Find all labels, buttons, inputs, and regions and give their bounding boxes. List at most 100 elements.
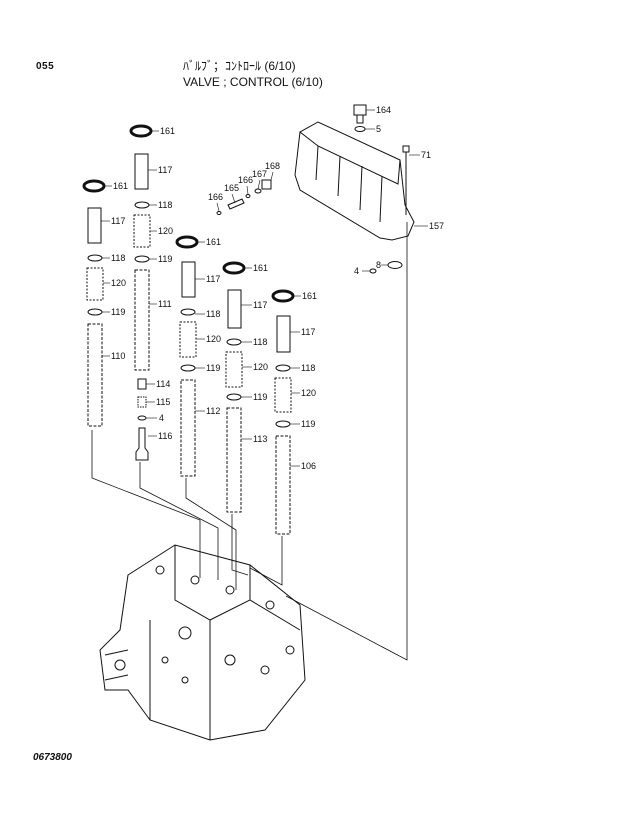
retainer-119 [87,308,103,316]
callout-120: 120 [253,362,268,372]
spool-stack-b [129,124,153,461]
orifice-165 [227,198,245,210]
spool-stack-d [222,261,246,513]
cover-157 [294,121,415,241]
retainer-119 [275,420,291,428]
callout-8: 8 [376,260,381,270]
callout-120: 120 [158,226,173,236]
callout-117: 117 [111,216,125,226]
title-english: VALVE ; CONTROL (6/10) [183,75,323,89]
o-ring-161 [82,179,106,193]
spring-120 [86,267,104,301]
spool-112 [180,379,196,477]
plug-117 [276,315,291,353]
callout-leaders [101,109,428,467]
o-ring-166 [245,194,251,198]
plug-117 [87,207,102,244]
page-number: 055 [36,61,55,72]
washer-118 [134,201,150,209]
callout-157: 157 [429,221,444,231]
piston-114 [137,378,147,390]
callout-71: 71 [421,150,431,160]
callout-111: 111 [158,299,172,309]
spring-120 [225,351,243,388]
callout-110: 110 [111,351,125,361]
retainer-119 [180,364,196,372]
callout-161: 161 [302,291,317,301]
callout-119: 119 [206,363,220,373]
callout-117: 117 [158,165,172,175]
bolt-71 [402,145,410,153]
callout-120: 120 [301,388,316,398]
plug-117 [227,289,242,329]
spool-106 [275,435,291,535]
callout-112: 112 [206,406,220,416]
plug-117 [134,153,149,190]
callout-118: 118 [253,337,267,347]
retainer-119 [226,393,242,401]
callout-165: 165 [224,183,239,193]
callout-161: 161 [253,263,268,273]
callout-106: 106 [301,461,316,471]
spool-stack-left [82,179,106,427]
assembly-leader-lines [91,222,408,661]
title-japanese: ﾊﾞﾙﾌﾞ；ｺﾝﾄﾛｰﾙ (6/10) [183,59,296,73]
o-ring-167 [254,188,262,194]
washer-118 [180,308,196,316]
o-ring-161 [175,235,199,249]
o-ring-8 [387,261,403,269]
spool-stack-e [271,289,295,535]
plug-117 [181,261,196,298]
o-ring-5 [354,126,366,132]
callout-114: 114 [156,379,170,389]
callout-119: 119 [111,307,125,317]
callout-166: 166 [208,192,223,202]
callout-161: 161 [113,181,128,191]
callout-4: 4 [159,413,164,423]
callout-164: 164 [376,105,391,115]
callout-117: 117 [253,300,267,310]
callout-166: 166 [238,175,253,185]
o-ring-166b [216,211,222,215]
plug-168 [261,179,272,190]
spring-120 [179,321,197,358]
callout-168: 168 [265,161,280,171]
callout-120: 120 [111,278,126,288]
callout-161: 161 [160,126,175,136]
control-valve-body [99,544,306,741]
callout-117: 117 [301,327,315,337]
callout-117: 117 [206,274,220,284]
spool-110 [87,323,103,427]
callout-labels: 161 117 118 120 119 111 114 115 4 116 16… [111,105,444,471]
washer-118 [226,338,242,346]
o-ring-4 [137,415,147,421]
callout-120: 120 [206,334,221,344]
callout-167: 167 [252,169,267,179]
o-ring-161 [129,124,153,138]
callout-118: 118 [206,309,220,319]
o-ring-161 [271,289,295,303]
callout-115: 115 [156,397,170,407]
spring-115 [137,396,147,408]
spool-111 [134,269,150,371]
plug-116 [135,427,149,461]
spool-113 [226,407,242,513]
callout-4: 4 [354,266,359,276]
retainer-119 [134,255,150,263]
callout-5: 5 [376,124,381,134]
o-ring-161 [222,261,246,275]
callout-118: 118 [158,200,172,210]
callout-161: 161 [206,237,221,247]
washer-118 [275,364,291,372]
callout-119: 119 [158,254,172,264]
spool-stack-c [175,235,199,477]
callout-116: 116 [158,431,172,441]
callout-118: 118 [111,253,125,263]
spring-120 [133,214,151,248]
document-number: 0673800 [33,752,72,763]
valve-cover [216,104,415,274]
callout-118: 118 [301,363,315,373]
spring-120 [274,377,292,413]
callout-119: 119 [253,392,267,402]
